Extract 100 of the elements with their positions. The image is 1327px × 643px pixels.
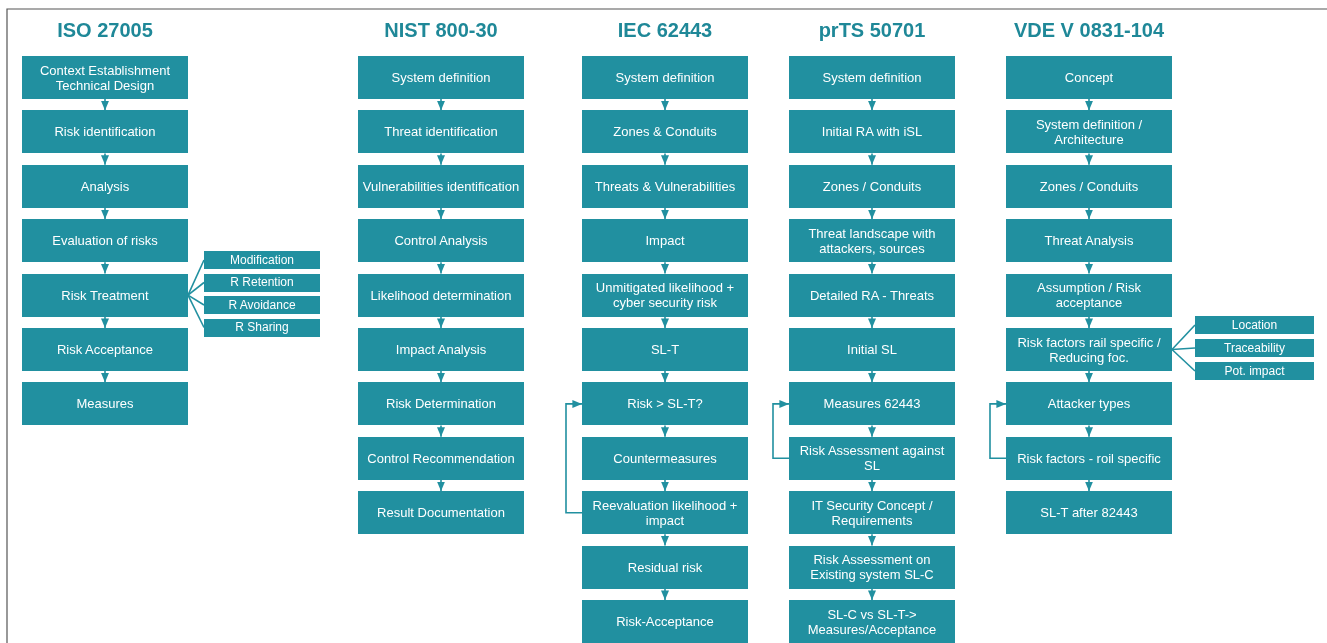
- process-box: Control Analysis: [358, 219, 524, 263]
- process-box: Countermeasures: [582, 436, 748, 480]
- process-box: Vulnerabilities identification: [358, 164, 524, 208]
- process-box: Concept: [1006, 56, 1172, 99]
- process-box: Measures 62443: [789, 382, 955, 426]
- process-box: Risk Assessment on Existing system SL-C: [789, 545, 955, 589]
- process-box: Risk Determination: [358, 382, 524, 426]
- arrow: [868, 261, 876, 275]
- arrow: [1085, 479, 1093, 492]
- process-box: System definition / Architecture: [1006, 110, 1172, 154]
- process-box: Zones & Conduits: [582, 110, 748, 154]
- arrow: [661, 152, 669, 166]
- arrow: [437, 98, 445, 112]
- process-box: Context Establishment Technical Design: [22, 56, 188, 99]
- sub-step-box: R Avoidance: [204, 296, 320, 314]
- arrow: [1085, 207, 1093, 220]
- process-box: Impact Analysis: [358, 328, 524, 371]
- process-box: Evaluation of risks: [22, 219, 188, 263]
- process-box: Measures: [22, 382, 188, 426]
- arrow: [868, 207, 876, 220]
- arrow: [1085, 98, 1093, 112]
- arrow: [661, 533, 669, 547]
- process-box: IT Security Concept / Requirements: [789, 491, 955, 535]
- process-box: SL-T after 82443: [1006, 491, 1172, 535]
- process-box: Risk > SL-T?: [582, 382, 748, 426]
- column-heading: IEC 62443: [616, 18, 714, 42]
- process-box: Risk-Acceptance: [582, 600, 748, 643]
- process-box: Assumption / Risk acceptance: [1006, 273, 1172, 317]
- sub-step-box: Pot. impact: [1195, 362, 1314, 380]
- arrow: [661, 424, 669, 438]
- process-box: SL-T: [582, 328, 748, 371]
- arrow: [1085, 261, 1093, 275]
- arrow: [101, 207, 109, 220]
- arrow: [437, 370, 445, 384]
- sub-step-box: Traceability: [1195, 339, 1314, 357]
- column-heading: NIST 800-30: [383, 18, 499, 42]
- process-box: Residual risk: [582, 545, 748, 589]
- arrow: [1085, 315, 1093, 329]
- connector-line: [187, 281, 205, 296]
- process-box: Risk factors - roil specific: [1006, 436, 1172, 480]
- process-box: Result Documentation: [358, 491, 524, 535]
- arrow: [868, 98, 876, 112]
- arrow: [661, 98, 669, 112]
- process-box: Threat Analysis: [1006, 219, 1172, 263]
- process-box: Control Recommendation: [358, 436, 524, 480]
- process-box: System definition: [358, 56, 524, 99]
- process-box: Risk Assessment against SL: [789, 436, 955, 480]
- connector-line: [1171, 347, 1196, 351]
- connector-line: [1171, 348, 1196, 372]
- process-box: System definition: [789, 56, 955, 99]
- arrow: [661, 587, 669, 601]
- process-box: Zones / Conduits: [789, 164, 955, 208]
- process-box: Risk identification: [22, 110, 188, 154]
- arrow: [772, 399, 790, 460]
- arrow: [1085, 370, 1093, 384]
- process-box: Initial SL: [789, 328, 955, 371]
- arrow: [868, 479, 876, 492]
- arrow: [661, 315, 669, 329]
- arrow: [868, 533, 876, 547]
- process-box: Detailed RA - Threats: [789, 273, 955, 317]
- arrow: [868, 587, 876, 601]
- process-box: Risk Treatment: [22, 273, 188, 317]
- process-box: Likelihood determination: [358, 273, 524, 317]
- arrow: [437, 315, 445, 329]
- arrow: [101, 152, 109, 166]
- arrow: [868, 370, 876, 384]
- arrow: [868, 424, 876, 438]
- arrow: [437, 261, 445, 275]
- sub-step-box: R Retention: [204, 273, 320, 292]
- process-box: Risk factors rail specific / Reducing foc.: [1006, 328, 1172, 371]
- arrow: [437, 152, 445, 166]
- arrow: [868, 152, 876, 166]
- arrow: [565, 399, 583, 514]
- arrow: [437, 479, 445, 492]
- arrow: [989, 399, 1007, 460]
- process-box: Threat landscape with attackers, sources: [789, 219, 955, 263]
- process-box: Analysis: [22, 164, 188, 208]
- process-box: System definition: [582, 56, 748, 99]
- arrow: [101, 370, 109, 384]
- column-heading: VDE V 0831-104: [1012, 18, 1166, 42]
- process-box: SL-C vs SL-T-> Measures/Acceptance: [789, 600, 955, 643]
- arrow: [661, 370, 669, 384]
- column-heading: prTS 50701: [817, 18, 927, 42]
- arrow: [661, 207, 669, 220]
- process-box: Impact: [582, 219, 748, 263]
- arrow: [437, 207, 445, 220]
- process-box: Threat identification: [358, 110, 524, 154]
- arrow: [101, 315, 109, 329]
- arrow: [661, 479, 669, 492]
- arrow: [868, 315, 876, 329]
- process-box: Threats & Vulnerabilities: [582, 164, 748, 208]
- sub-step-box: R Sharing: [204, 318, 320, 337]
- sub-step-box: Modification: [204, 251, 320, 269]
- process-box: Reevaluation likelihood + impact: [582, 491, 748, 535]
- arrow: [437, 424, 445, 438]
- process-box: Unmitigated likelihood + cyber security risk: [582, 273, 748, 317]
- process-box: Initial RA with iSL: [789, 110, 955, 154]
- connector-line: [1171, 324, 1196, 351]
- arrow: [1085, 424, 1093, 438]
- arrow: [1085, 152, 1093, 166]
